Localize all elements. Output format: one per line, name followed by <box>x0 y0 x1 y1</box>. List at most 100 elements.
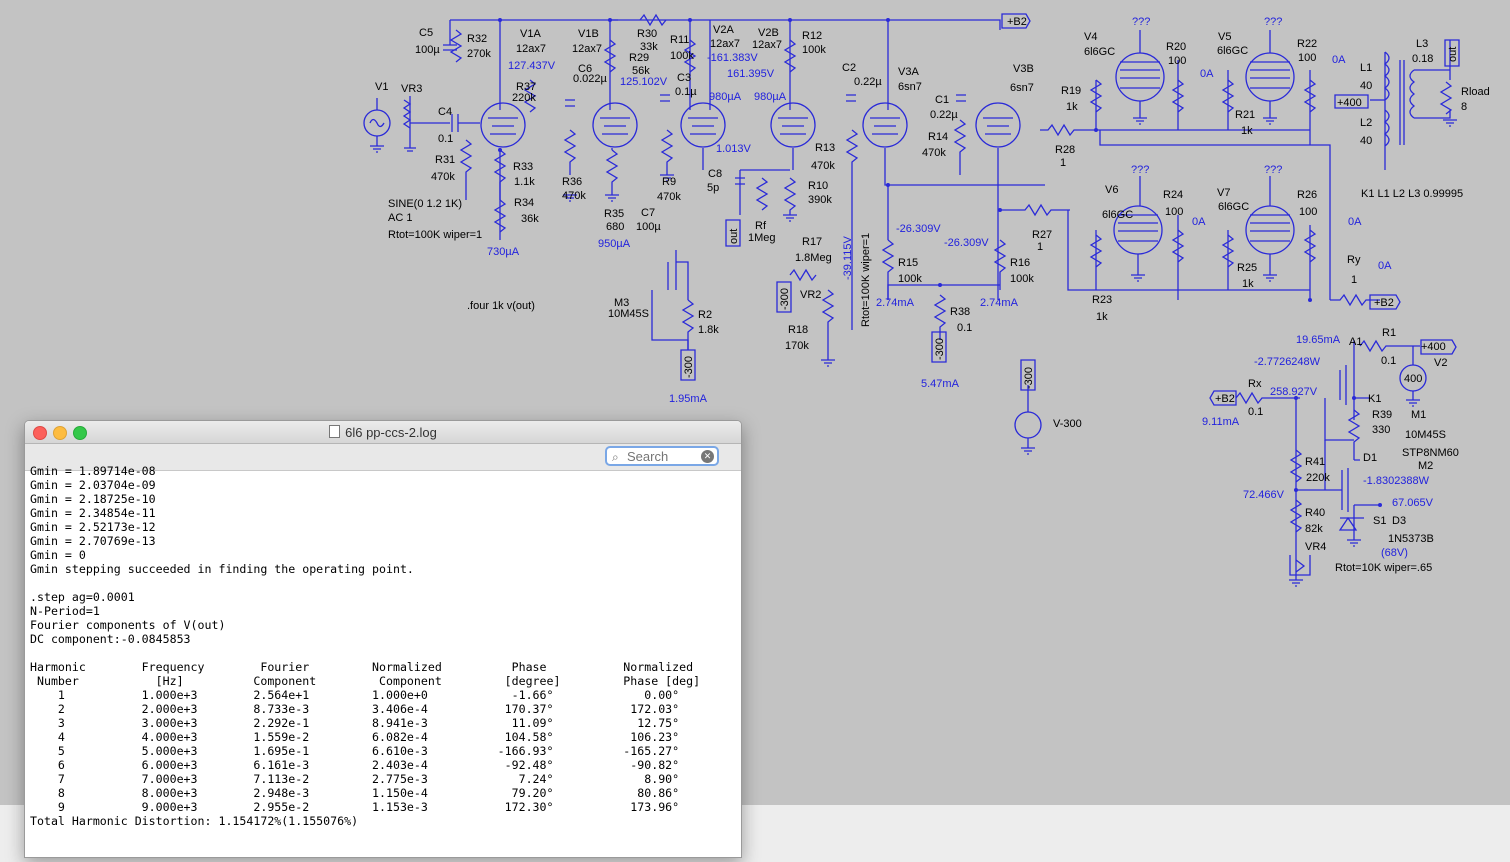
schematic-label: 390k <box>808 194 832 206</box>
window-title: 6l6 pp-ccs-2.log <box>25 425 741 440</box>
schematic-label: 1.013V <box>716 143 751 155</box>
schematic-label: C1 <box>935 94 950 106</box>
schematic-label: 5p <box>707 182 720 194</box>
schematic-label: 72.466V <box>1243 489 1284 501</box>
schematic-label: 6l6GC <box>1084 46 1116 58</box>
schematic-label: R21 <box>1235 109 1256 121</box>
schematic-label: 161.395V <box>727 68 775 80</box>
schematic-label: R34 <box>514 197 535 209</box>
schematic-label: 258.927V <box>1270 386 1318 398</box>
schematic-label: R37 <box>516 81 537 93</box>
schematic-label: 1.8Meg <box>795 252 832 264</box>
schematic-label: 8 <box>1461 101 1468 113</box>
schematic-label: L3 <box>1416 38 1429 50</box>
schematic-label: 125.102V <box>620 76 668 88</box>
schematic-rotated-label: -300 <box>683 355 695 378</box>
schematic-label: 0A <box>1378 260 1392 272</box>
schematic-label: 100k <box>898 273 922 285</box>
schematic-label: 0.22µ <box>854 76 882 88</box>
schematic-label: R23 <box>1092 294 1113 306</box>
schematic-label: 0.1 <box>957 322 973 334</box>
schematic-rotated-label: -39.115V <box>842 236 854 280</box>
schematic-label: R38 <box>950 306 971 318</box>
schematic-label: 100 <box>1165 206 1184 218</box>
schematic-label: 0.1 <box>1248 406 1264 418</box>
schematic-label: R40 <box>1305 507 1326 519</box>
clear-search-icon[interactable]: ✕ <box>701 450 714 463</box>
schematic-label: V1 <box>375 81 389 93</box>
schematic-label: M2 <box>1418 460 1434 472</box>
schematic-label: ??? <box>1131 164 1150 176</box>
zoom-button[interactable] <box>73 426 87 440</box>
schematic-label: 100 <box>1299 206 1318 218</box>
schematic-label: R30 <box>637 28 658 40</box>
schematic-label: R12 <box>802 30 823 42</box>
schematic-label: 100k <box>670 50 694 62</box>
schematic-label: R27 <box>1032 229 1053 241</box>
schematic-label: 270k <box>467 48 491 60</box>
schematic-label: R36 <box>562 176 583 188</box>
schematic-label: R15 <box>898 257 919 269</box>
schematic-label: 330 <box>1372 424 1391 436</box>
schematic-label: 0A <box>1332 54 1346 66</box>
schematic-label: C5 <box>419 27 434 39</box>
schematic-label: V1A <box>520 28 541 40</box>
schematic-label: R20 <box>1166 41 1187 53</box>
schematic-label: 10M45S <box>1405 429 1446 441</box>
schematic-label: 100k <box>802 44 826 56</box>
window-titlebar[interactable]: 6l6 pp-ccs-2.log <box>25 421 741 444</box>
schematic-label: Rtot=10K wiper=.65 <box>1335 562 1433 574</box>
schematic-label: 100µ <box>415 44 440 56</box>
close-button[interactable] <box>33 426 47 440</box>
schematic-label: R16 <box>1010 257 1031 269</box>
schematic-label: K1 <box>1368 393 1382 405</box>
schematic-label: R28 <box>1055 144 1076 156</box>
schematic-label: 1k <box>1096 311 1108 323</box>
schematic-label: 67.065V <box>1392 497 1433 509</box>
schematic-label: V2A <box>713 24 734 36</box>
schematic-label: 1k <box>1242 278 1254 290</box>
schematic-label: R2 <box>698 309 713 321</box>
schematic-label: C7 <box>641 207 656 219</box>
schematic-label: 6l6GC <box>1102 209 1134 221</box>
schematic-label: Ry <box>1347 254 1361 266</box>
schematic-label: Rtot=100K wiper=1 <box>388 229 483 241</box>
schematic-label: 82k <box>1305 523 1323 535</box>
schematic-label: R1 <box>1382 327 1397 339</box>
schematic-label: 980µA <box>754 91 787 103</box>
schematic-label: R18 <box>788 324 809 336</box>
minimize-button[interactable] <box>53 426 67 440</box>
schematic-label: +B2 <box>1215 393 1235 405</box>
schematic-label: 19.65mA <box>1296 334 1341 346</box>
schematic-label: R31 <box>435 154 456 166</box>
schematic-label: 100µ <box>636 221 661 233</box>
schematic-label: C2 <box>842 62 857 74</box>
schematic-label: Rload <box>1461 86 1490 98</box>
search-input[interactable] <box>627 449 697 463</box>
schematic-label: -2.7726248W <box>1254 356 1321 368</box>
schematic-label: 730µA <box>487 246 520 258</box>
schematic-label: SINE(0 1.2 1K) <box>388 198 462 210</box>
schematic-label: 5.47mA <box>921 378 959 390</box>
schematic-label: 6sn7 <box>1010 82 1034 94</box>
schematic-label: 100 <box>1298 52 1317 64</box>
schematic-label: 1 <box>1351 274 1358 286</box>
schematic-label: Rx <box>1248 378 1262 390</box>
schematic-label: R19 <box>1061 85 1082 97</box>
schematic-label: 33k <box>640 41 658 53</box>
schematic-label: +400 <box>1337 97 1362 109</box>
schematic-label: 1.95mA <box>669 393 707 405</box>
schematic-label: 2.74mA <box>980 297 1018 309</box>
schematic-label: S1 <box>1373 515 1387 527</box>
schematic-label: 170k <box>785 340 809 352</box>
log-text[interactable]: Gmin = 1.89714e-08 Gmin = 2.03704e-09 Gm… <box>30 464 701 828</box>
schematic-label: R13 <box>815 142 836 154</box>
schematic-label: 12ax7 <box>572 43 602 55</box>
schematic-label: 40 <box>1360 80 1373 92</box>
schematic-label: M3 <box>614 297 630 309</box>
schematic-label: V2B <box>758 27 779 39</box>
schematic-label: Rf <box>755 220 766 232</box>
log-window[interactable]: 6l6 pp-ccs-2.log ⌕ ✕ Gmin = 1.89714e-08 … <box>24 420 742 858</box>
search-field[interactable]: ⌕ ✕ <box>605 446 719 466</box>
schematic-label: 6sn7 <box>898 81 922 93</box>
